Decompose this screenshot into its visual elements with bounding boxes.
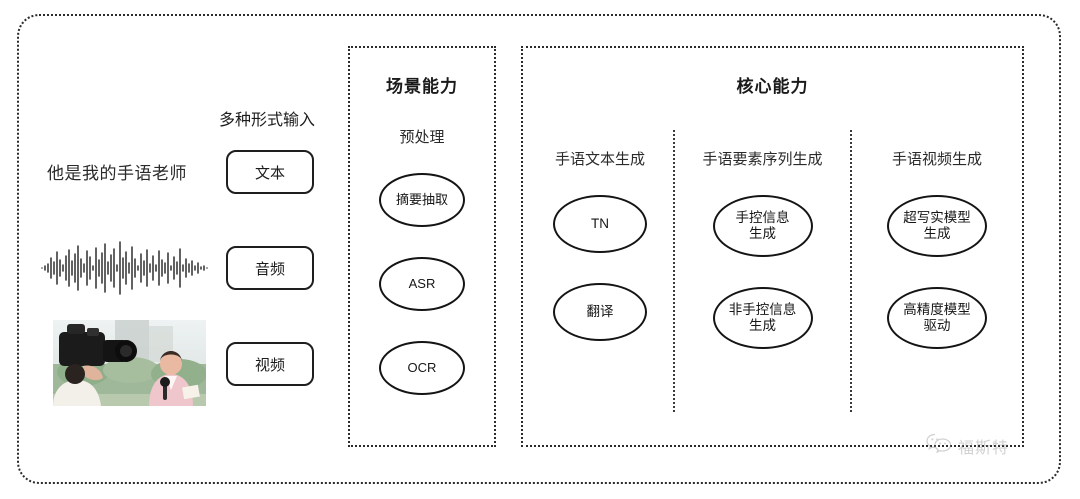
node-photorealistic-model-generation[interactable]: 超写实模型 生成 — [887, 195, 987, 257]
input-section-title: 多种形式输入 — [219, 112, 316, 129]
node-high-precision-model-driving[interactable]: 高精度模型 驱动 — [887, 287, 987, 349]
scene-column-head: 预处理 — [399, 129, 445, 146]
scene-panel-title: 场景能力 — [386, 77, 458, 96]
core-column-3-head: 手语视频生成 — [891, 151, 982, 168]
watermark-text: 福斯特 — [958, 439, 1010, 457]
scene-column-preprocessing: 预处理 摘要抽取 ASR OCR — [350, 126, 494, 395]
outer-dashed-frame — [17, 14, 1061, 484]
core-column-sign-text-generation: 手语文本生成 TN 翻译 — [527, 148, 673, 341]
watermark: 福斯特 — [926, 432, 1009, 459]
audio-waveform-icon — [40, 240, 212, 296]
core-capability-panel: 核心能力 手语文本生成 TN 翻译 手语要素序列生成 手控信息 生成 非手控信息… — [521, 46, 1024, 447]
core-column-1-head: 手语文本生成 — [554, 151, 645, 168]
core-column-sign-element-sequence: 手语要素序列生成 手控信息 生成 非手控信息 生成 — [675, 148, 850, 349]
modality-button-video[interactable]: 视频 — [226, 342, 314, 386]
video-thumbnail-image — [53, 320, 206, 406]
modality-button-audio[interactable]: 音频 — [226, 246, 314, 290]
node-translation[interactable]: 翻译 — [553, 283, 647, 341]
sample-sentence-text: 他是我的手语老师 — [47, 164, 187, 183]
node-ocr[interactable]: OCR — [379, 341, 465, 395]
modality-button-text[interactable]: 文本 — [226, 150, 314, 194]
node-non-manual-signal-generation[interactable]: 非手控信息 生成 — [712, 287, 813, 349]
modality-label-text: 文本 — [254, 164, 285, 182]
wechat-icon — [926, 432, 952, 459]
scene-capability-panel: 场景能力 预处理 摘要抽取 ASR OCR — [348, 46, 496, 447]
modality-label-video: 视频 — [254, 356, 285, 374]
node-manual-signal-generation[interactable]: 手控信息 生成 — [712, 195, 813, 257]
core-column-divider-2 — [850, 130, 852, 412]
core-column-sign-video-generation: 手语视频生成 超写实模型 生成 高精度模型 驱动 — [852, 148, 1022, 349]
core-column-2-head: 手语要素序列生成 — [702, 151, 823, 168]
node-tn[interactable]: TN — [553, 195, 647, 253]
node-summary-extraction[interactable]: 摘要抽取 — [379, 173, 465, 227]
node-asr[interactable]: ASR — [379, 257, 465, 311]
core-column-divider-1 — [673, 130, 675, 412]
modality-label-audio: 音频 — [254, 260, 285, 278]
core-panel-title: 核心能力 — [736, 77, 809, 96]
